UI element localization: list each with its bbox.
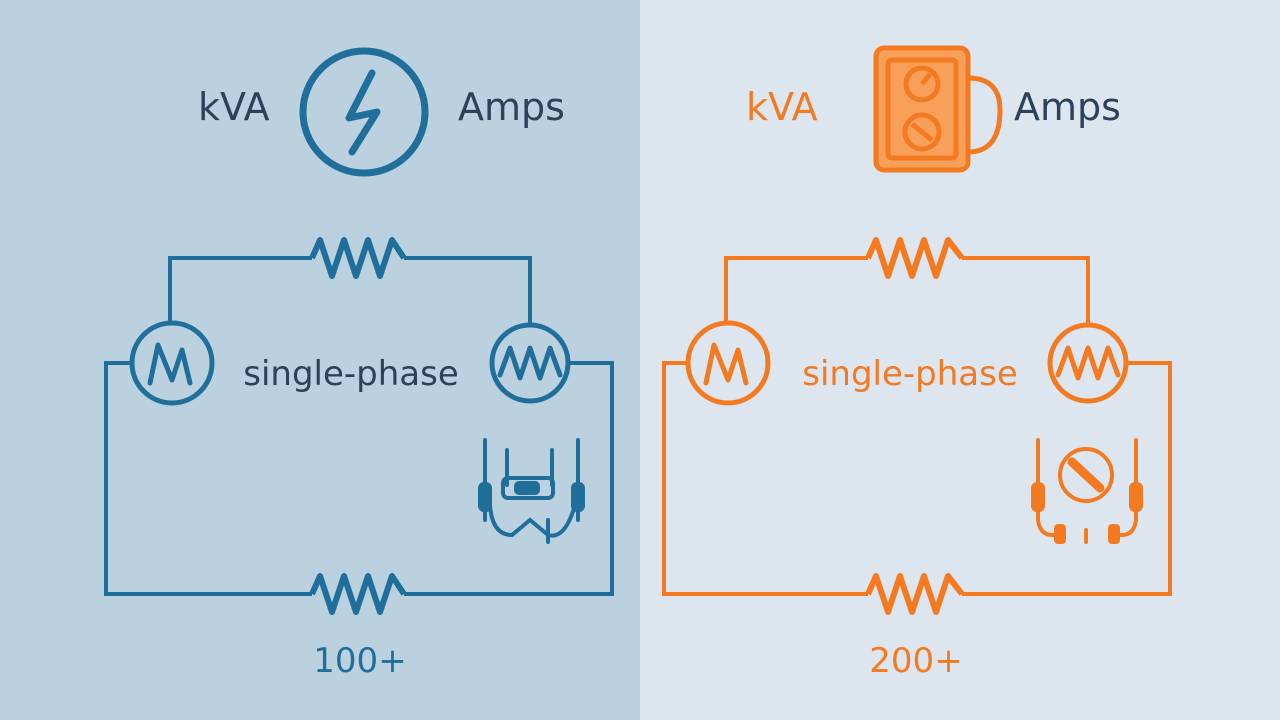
inductor-meter-icon [489,322,571,404]
right-value-label: 200+ [869,641,962,681]
left-amps-label: Amps [458,85,565,129]
lightning-bolt-circle-icon [299,47,429,177]
resistor-icon [309,237,407,279]
ac-source-icon [685,320,771,406]
left-circuit-wires [104,256,614,596]
gauge-leads-icon [1031,438,1143,544]
right-kva-label: kVA [746,85,818,129]
multimeter-icon [873,45,1003,173]
ac-source-icon [129,320,215,406]
left-kva-label: kVA [198,85,270,129]
resistor-icon [865,237,965,279]
test-leads-icon [478,438,585,544]
left-single-phase-label: single-phase [243,354,459,394]
left-panel: kVA Amps single-phase [0,0,640,720]
inductor-meter-icon [1047,322,1129,404]
right-amps-label: Amps [1014,85,1121,129]
left-diagram: kVA Amps single-phase [0,0,640,720]
resistor-icon [309,573,407,615]
right-single-phase-label: single-phase [802,354,1018,394]
right-diagram: kVA Amps single-phase [640,0,1280,720]
right-panel: kVA Amps single-phase [640,0,1280,720]
left-value-label: 100+ [313,641,406,681]
right-circuit-wires [662,256,1172,596]
resistor-icon [865,573,965,615]
